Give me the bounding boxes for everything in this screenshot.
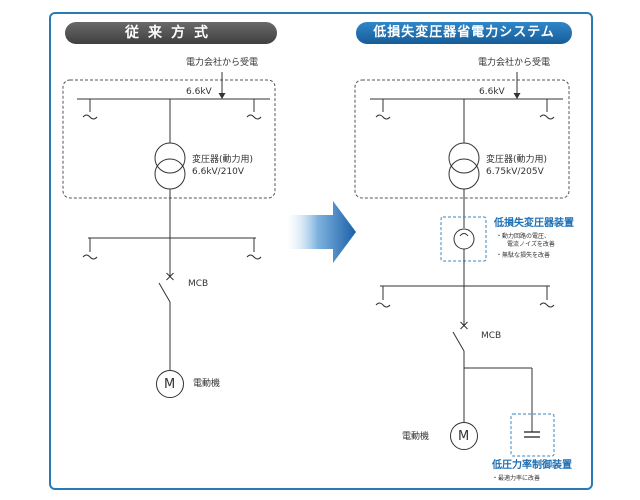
- right-transformer-coil-bottom: [448, 158, 480, 190]
- low-loss-device-bullet1-line1: ・動力回路の電圧、: [496, 233, 551, 240]
- left-ac-load-right: [246, 254, 262, 260]
- low-loss-system-header: 低損失変圧器省電力システム: [356, 22, 572, 44]
- left-transformer-rating: 6.6kV/210V: [192, 167, 245, 177]
- left-mcb-x2: [166, 272, 174, 281]
- left-mcb-blade: [158, 282, 171, 303]
- left-ac-load-left: [82, 254, 98, 260]
- right-mcb-blade: [452, 331, 465, 352]
- power-factor-device-box: [510, 413, 555, 457]
- low-loss-device-bullet1-line2: 電流ノイズを改善: [507, 241, 555, 248]
- conventional-method-header: 従来方式: [65, 22, 277, 44]
- right-ac-source-left: [375, 114, 391, 120]
- left-circuit: [62, 72, 276, 398]
- power-factor-device-bullet: ・最適力率に改善: [492, 475, 541, 482]
- low-loss-device-title: 低損失変圧器装置: [494, 218, 574, 229]
- right-mcb-x2: [460, 321, 468, 330]
- left-ac-source-right: [246, 114, 262, 120]
- left-supply-arrowhead: [218, 93, 226, 99]
- right-motor: [450, 422, 478, 450]
- diagram-frame: [49, 12, 593, 490]
- left-voltage-label: 6.6kV: [186, 87, 212, 97]
- right-motor-symbol: M: [458, 429, 470, 444]
- left-supply-label: 電力会社から受電: [186, 58, 259, 68]
- right-mcb-label: MCB: [481, 331, 502, 341]
- right-circuit: [354, 72, 570, 457]
- right-ac-load-left: [375, 302, 391, 308]
- right-supply-label: 電力会社から受電: [478, 58, 551, 68]
- left-motor-label: 電動機: [193, 379, 221, 389]
- right-voltage-label: 6.6kV: [479, 87, 505, 97]
- transition-arrow: [286, 201, 356, 263]
- left-highvoltage-box: [62, 79, 276, 199]
- right-motor-label: 電動機: [402, 432, 430, 442]
- right-supply-arrowhead: [513, 93, 521, 99]
- left-transformer-coil-bottom: [154, 158, 186, 190]
- left-motor-symbol: M: [164, 377, 176, 392]
- left-motor: [156, 370, 184, 398]
- left-mcb-label: MCB: [188, 279, 209, 289]
- right-ac-load-right: [539, 302, 555, 308]
- right-transformer-rating: 6.75kV/205V: [486, 167, 544, 177]
- low-loss-device-coil: [453, 228, 475, 250]
- right-ac-source-right: [539, 114, 555, 120]
- left-transformer-label: 変圧器(動力用): [192, 155, 254, 165]
- right-transformer-label: 変圧器(動力用): [486, 155, 548, 165]
- low-loss-device-bullet2: ・無駄な損失を改善: [496, 252, 551, 259]
- right-transformer-coil-top: [448, 142, 480, 174]
- left-transformer-coil-top: [154, 142, 186, 174]
- power-factor-device-title: 低圧力率制御装置: [492, 460, 572, 471]
- right-highvoltage-box: [354, 79, 570, 199]
- left-ac-source-left: [82, 114, 98, 120]
